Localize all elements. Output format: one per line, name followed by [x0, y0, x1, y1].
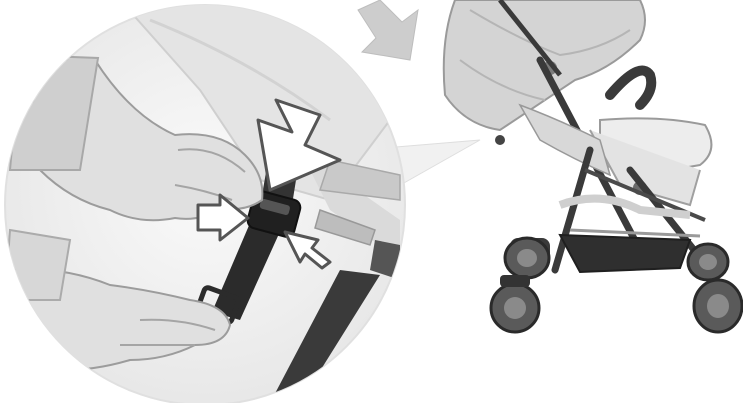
front-wheels [491, 238, 550, 332]
stroller [444, 0, 742, 332]
rear-wheels [688, 244, 742, 332]
stroller-basket [560, 235, 690, 272]
down-arrow-icon [358, 0, 418, 60]
detail-circle [5, 0, 405, 403]
